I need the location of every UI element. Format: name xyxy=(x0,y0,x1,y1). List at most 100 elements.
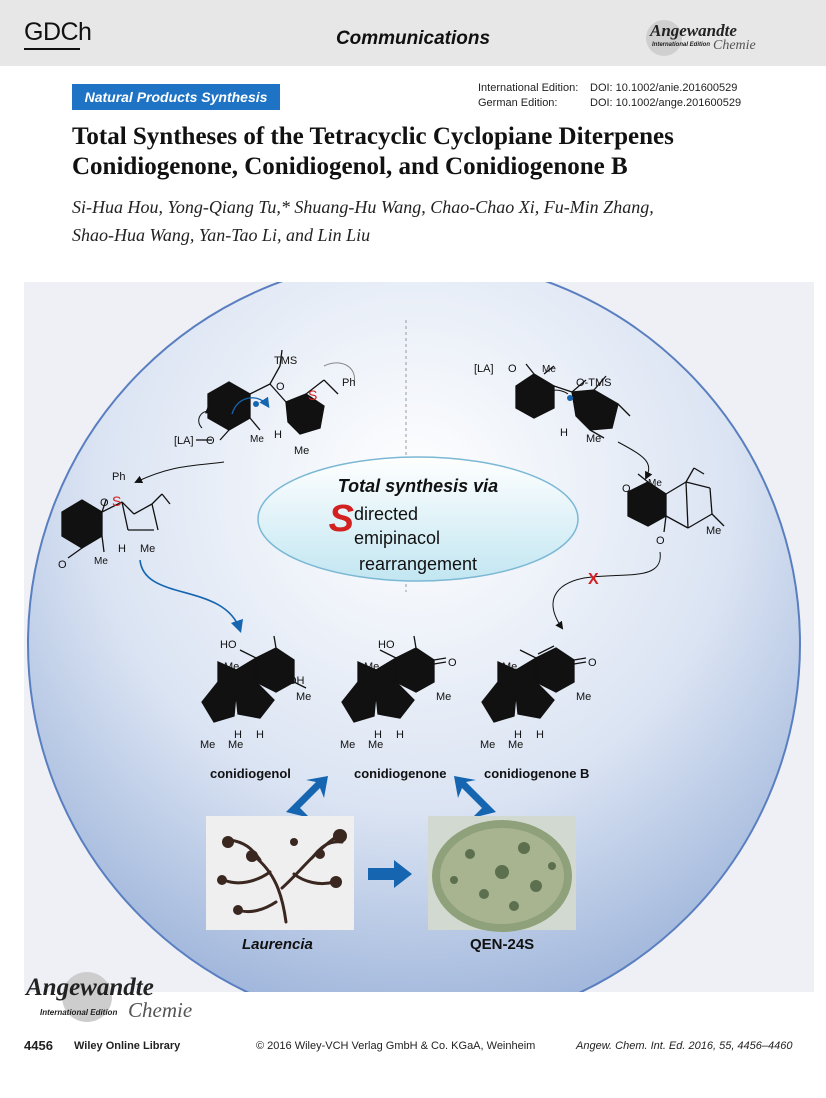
sulfur-label: S xyxy=(112,493,121,509)
laurencia-seaweed-image xyxy=(206,816,354,930)
graphical-abstract-scheme: TMS O Ph S [LA] O Me H Me Ph S O O Me H xyxy=(27,282,801,992)
doi-international[interactable]: International Edition: DOI: 10.1002/anie.… xyxy=(478,82,737,94)
hydrogen-label: H xyxy=(560,427,568,439)
methyl-label: Me xyxy=(508,739,523,751)
reactive-center-dot xyxy=(253,401,259,407)
angewandte-footer-logo: Angewandte International Edition Chemie xyxy=(24,970,224,1026)
author-list: Si-Hua Hou, Yong-Qiang Tu,* Shuang-Hu Wa… xyxy=(72,193,772,249)
failed-arrow xyxy=(552,551,661,630)
wiley-online-library-link[interactable]: Wiley Online Library xyxy=(74,1040,181,1052)
reaction-arrow xyxy=(134,461,225,484)
angewandte-header-logo: Angewandte International Edition Chemie xyxy=(640,18,760,58)
methyl-label: Me xyxy=(576,691,591,703)
conidiogenone-b-structure xyxy=(481,645,587,723)
oxygen-label: O xyxy=(508,363,517,375)
oxygen-label: O xyxy=(656,535,665,547)
hydroxyl-label: HO xyxy=(220,639,237,651)
hydrogen-label: H xyxy=(374,729,382,741)
methyl-label: Me xyxy=(94,556,108,567)
hydrogen-label: H xyxy=(118,543,126,555)
article-title: Total Syntheses of the Tetracyclic Cyclo… xyxy=(72,122,772,182)
failure-x-mark: X xyxy=(588,571,599,588)
gdch-logo: GDCh xyxy=(24,18,92,46)
methyl-label: Me xyxy=(364,661,379,673)
curved-arrow xyxy=(198,406,214,429)
left-intermediate-structure xyxy=(61,493,171,559)
curved-arrow xyxy=(539,389,569,403)
methyl-label: Me xyxy=(228,739,243,751)
methyl-label: Me xyxy=(296,691,311,703)
compound-name-conidiogenone: conidiogenone xyxy=(354,766,447,781)
title-line: Total Syntheses of the Tetracyclic Cyclo… xyxy=(72,123,674,150)
compound-name-conidiogenone-b: conidiogenone B xyxy=(484,766,590,781)
curved-arrow xyxy=(231,396,270,415)
right-intermediate-structure xyxy=(627,467,725,533)
methyl-label: Me xyxy=(250,434,264,445)
logo-sub-text: International Edition xyxy=(652,42,710,48)
biosource-arrow-up-right xyxy=(454,776,496,818)
methyl-label: Me xyxy=(368,739,383,751)
methyl-label: Me xyxy=(586,433,601,445)
methyl-label: Me xyxy=(436,691,451,703)
logo-sub-text: International Edition xyxy=(40,1008,118,1017)
reaction-arrow xyxy=(617,441,653,480)
methyl-label: Me xyxy=(542,364,556,375)
otms-label: O-TMS xyxy=(576,377,611,389)
qen-24s-petri-dish-image xyxy=(428,816,576,932)
hydrogen-label: H xyxy=(274,429,282,441)
doi-german[interactable]: German Edition: DOI: 10.1002/ange.2016005… xyxy=(478,97,741,109)
logo-chemie-text: Chemie xyxy=(128,998,193,1022)
doi-value[interactable]: DOI: 10.1002/anie.201600529 xyxy=(590,82,738,94)
journal-header-bar: GDCh Communications Angewandte Internati… xyxy=(0,0,826,66)
hydrogen-label: H xyxy=(396,729,404,741)
methyl-label: Me xyxy=(294,445,309,457)
methyl-label: Me xyxy=(200,739,215,751)
hydrogen-label: H xyxy=(234,729,242,741)
journal-citation: Angew. Chem. Int. Ed. 2016, 55, 4456–446… xyxy=(576,1040,793,1052)
hydroxyl-label: HO xyxy=(378,639,395,651)
methyl-label: Me xyxy=(224,661,239,673)
reactive-center-dot xyxy=(567,395,573,401)
oxygen-label: O xyxy=(100,497,109,509)
hydrogen-label: H xyxy=(256,729,264,741)
hydrogen-label: H xyxy=(536,729,544,741)
sulfur-label: S xyxy=(308,387,317,403)
logo-main-text: Angewandte xyxy=(26,974,154,1001)
author-line: Shao-Hua Wang, Yan-Tao Li, and Lin Liu xyxy=(72,225,371,245)
photo-label-qen-24s: QEN-24S xyxy=(470,936,535,953)
phenyl-arc xyxy=(323,362,356,385)
logo-circle-icon xyxy=(646,20,682,56)
doi-label: International Edition: xyxy=(478,82,579,94)
logo-chemie-text: Chemie xyxy=(713,38,756,53)
author-line: Si-Hua Hou, Yong-Qiang Tu,* Shuang-Hu Wa… xyxy=(72,197,654,217)
copyright-notice: © 2016 Wiley-VCH Verlag GmbH & Co. KGaA,… xyxy=(256,1040,536,1052)
ketone-oxygen-label: O xyxy=(448,657,457,669)
logo-circle-icon xyxy=(62,972,112,1022)
phenyl-label: Ph xyxy=(342,377,355,389)
section-badge: Natural Products Synthesis xyxy=(72,84,280,110)
oxygen-label: O xyxy=(58,559,67,571)
compound-name-conidiogenol: conidiogenol xyxy=(210,766,291,781)
methyl-label: Me xyxy=(502,661,517,673)
section-title: Communications xyxy=(335,28,491,49)
bubble-line-1: Total synthesis via xyxy=(337,476,499,496)
bubble-line-2: directed xyxy=(354,504,419,524)
oxygen-label: O xyxy=(206,435,215,447)
phenyl-label: Ph xyxy=(112,471,125,483)
doi-label: German Edition: xyxy=(478,97,558,109)
oxygen-label: O xyxy=(276,381,285,393)
bubble-line-4: rearrangement xyxy=(358,554,478,574)
page-number: 4456 xyxy=(24,1038,53,1053)
lewis-acid-label: [LA] xyxy=(474,363,494,375)
methyl-label: Me xyxy=(480,739,495,751)
photo-label-laurencia: Laurencia xyxy=(242,936,313,953)
hydrogen-label: H xyxy=(580,393,588,405)
bubble-line-3: emipinacol xyxy=(354,528,441,548)
oxygen-label: O xyxy=(622,483,631,495)
concept-bubble xyxy=(257,456,579,582)
conidiogenol-structure xyxy=(201,635,307,723)
left-substrate-structure xyxy=(196,349,339,441)
hydrogen-label: H xyxy=(514,729,522,741)
doi-value[interactable]: DOI: 10.1002/ange.201600529 xyxy=(590,97,742,109)
logo-main-text: Angewandte xyxy=(650,21,737,40)
